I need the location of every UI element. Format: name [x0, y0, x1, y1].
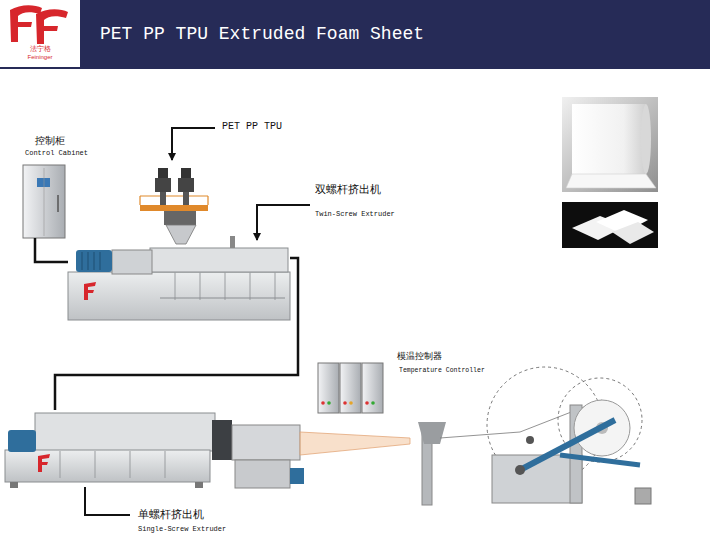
label-cn: 模温控制器 [397, 351, 442, 362]
label-cn: 单螺杆挤出机 [138, 508, 204, 521]
label-en: Twin-Screw Extruder [315, 210, 395, 218]
control-cabinet: 控制柜Control Cabinet [23, 165, 65, 238]
temperature-controller-drawing [318, 363, 383, 413]
leader-line [172, 128, 215, 160]
logo-text: Feininger [6, 54, 74, 61]
control-cabinet-drawing [23, 165, 65, 238]
wire [55, 258, 298, 410]
feeder [140, 168, 208, 244]
winder-drawing [418, 367, 651, 505]
twin-screw-extruder-drawing [68, 236, 290, 320]
label-en: Single-Screw Extruder [138, 525, 226, 533]
page-title: PET PP TPU Extruded Foam Sheet [100, 24, 424, 46]
product-photo [562, 97, 658, 248]
label-en: Control Cabinet [25, 149, 88, 157]
twin-screw-extruder: 双螺杆挤出机Twin-Screw Extruder [68, 245, 290, 320]
label-cn: 双螺杆挤出机 [315, 183, 381, 196]
temperature-controller: 模温控制器Temperature Controller [318, 363, 383, 413]
label-en: Temperature Controller [399, 367, 485, 375]
leader-line [257, 205, 310, 240]
leader-line [85, 487, 130, 515]
logo [10, 5, 68, 44]
single-screw-extruder: 单螺杆挤出机Single-Screw Extruder [5, 410, 215, 485]
logo-text: 法宁格 [6, 45, 74, 53]
label-cn: 控制柜 [35, 135, 65, 147]
foam-sheet [300, 432, 410, 455]
wire [35, 238, 68, 262]
single-screw-extruder-drawing [5, 413, 304, 488]
header-band [0, 0, 710, 69]
material-label: PET PP TPU [222, 121, 282, 133]
